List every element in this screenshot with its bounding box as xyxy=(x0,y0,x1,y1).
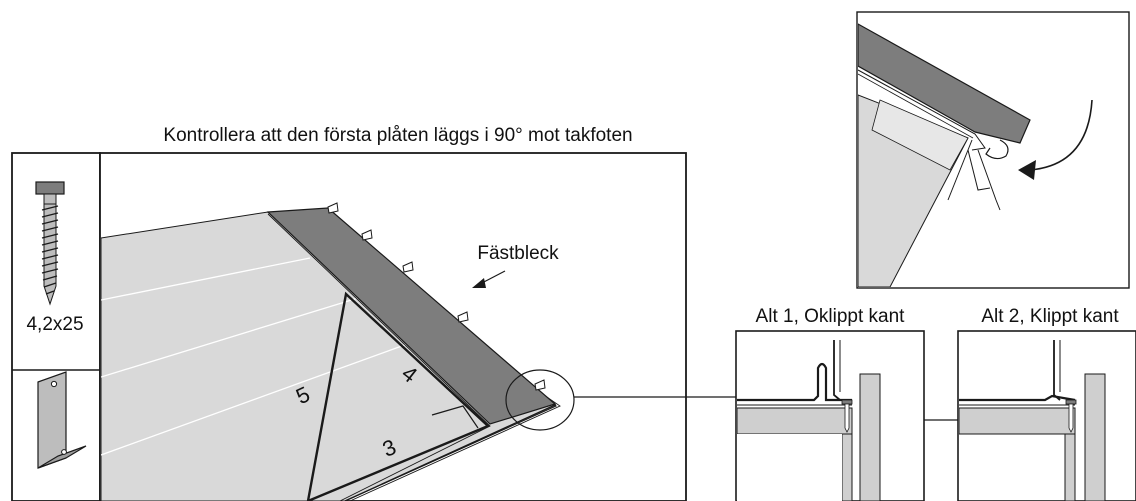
bracket-callout-label: Fästbleck xyxy=(477,243,559,264)
detail-callout-circle xyxy=(505,369,575,431)
screw-icon xyxy=(35,181,65,306)
instruction-text: Kontrollera att den första plåten läggs … xyxy=(163,125,632,146)
detail-alt2-title: Alt 2, Klippt kant xyxy=(981,306,1119,327)
detail-alt1-panel xyxy=(735,330,925,501)
hardware-panel: 4,2x25 xyxy=(11,152,101,501)
roof-panel: 5 4 3 Fästbleck xyxy=(99,152,687,501)
detail-alt2-panel xyxy=(957,330,1136,501)
screw-size-label: 4,2x25 xyxy=(26,314,83,335)
edge-detail-panel xyxy=(856,11,1130,289)
detail-alt1-title: Alt 1, Oklippt kant xyxy=(756,306,906,327)
bracket-icon xyxy=(37,371,87,469)
right-angle-triangle xyxy=(306,291,491,501)
